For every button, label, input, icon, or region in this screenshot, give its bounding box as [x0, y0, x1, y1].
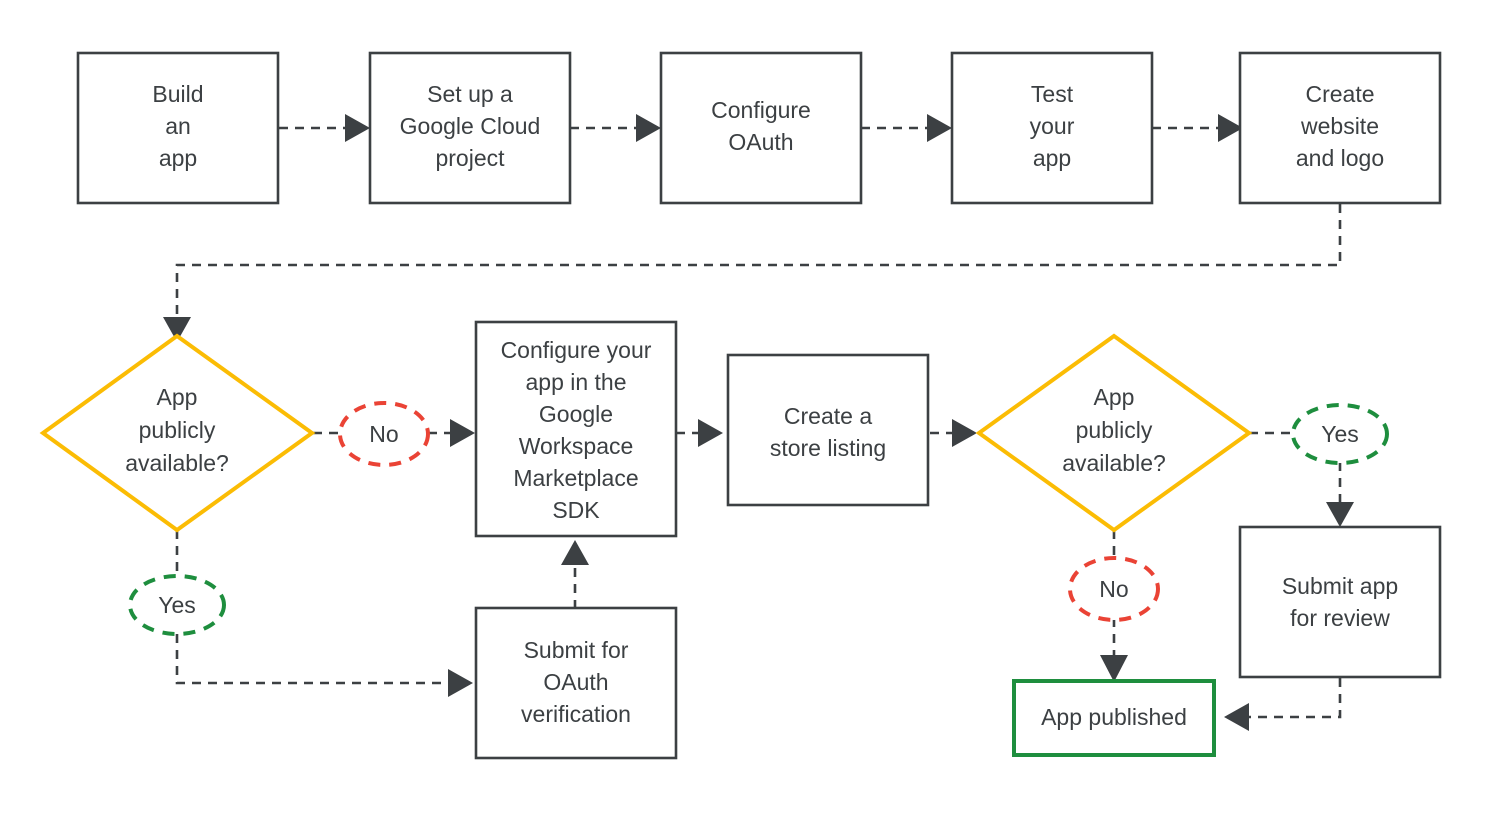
edge-label-yes-1-shape — [128, 574, 226, 636]
node-create-store-listing-line-0: Create a — [784, 403, 872, 429]
node-decision-public-2[interactable]: App publicly available? — [975, 333, 1253, 533]
node-build-an-app-shape[interactable] — [76, 51, 280, 205]
node-configure-sdk-shape[interactable] — [474, 320, 678, 538]
node-submit-app-review[interactable]: Submit app for review — [1238, 525, 1442, 679]
node-create-store-listing[interactable]: Create a store listing — [726, 353, 930, 507]
node-submit-app-review-shape[interactable] — [1238, 525, 1442, 679]
arrowhead-no-to-configure-sdk — [450, 419, 475, 447]
edge-label-no-1-shape — [338, 401, 430, 467]
node-app-published-shape[interactable] — [1012, 679, 1216, 757]
node-set-up-project-line-0: Set up a — [427, 81, 513, 107]
node-configure-oauth-line-0: Configure — [711, 97, 811, 123]
node-app-published-line-0: App published — [1041, 704, 1187, 730]
node-build-an-app-line-1: an — [165, 113, 191, 139]
node-decision-public-1-line-0: App — [157, 384, 198, 410]
node-build-an-app-line-0: Build — [152, 81, 203, 107]
node-test-your-app-shape[interactable] — [950, 51, 1154, 205]
node-submit-app-review-line-0: Submit app — [1282, 573, 1398, 599]
edge-label-yes-1: Yes — [128, 574, 226, 636]
arrowhead-setup-to-oauth — [636, 114, 661, 142]
arrowhead-website-to-decision1 — [163, 317, 191, 342]
node-create-website-logo-line-0: Create — [1305, 81, 1374, 107]
arrowhead-yes-to-submit-oauth — [448, 669, 473, 697]
node-configure-oauth-shape[interactable] — [659, 51, 863, 205]
node-configure-sdk-line-3: Workspace — [519, 433, 634, 459]
node-decision-public-1-line-1: publicly — [139, 417, 216, 443]
node-set-up-project[interactable]: Set up a Google Cloud project — [368, 51, 572, 205]
node-decision-public-1-line-2: available? — [125, 450, 229, 476]
node-submit-oauth-verification-line-0: Submit for — [524, 637, 629, 663]
edge-label-no-2-shape — [1068, 556, 1160, 622]
edge-label-no-1: No — [338, 401, 430, 467]
arrowhead-configure-sdk-to-store-listing — [698, 419, 723, 447]
node-submit-oauth-verification-line-2: verification — [521, 701, 631, 727]
arrowhead-test-to-website — [1218, 114, 1243, 142]
node-build-an-app-line-2: app — [159, 145, 197, 171]
node-submit-oauth-verification-shape[interactable] — [474, 606, 678, 760]
node-configure-oauth[interactable]: Configure OAuth — [659, 51, 863, 205]
arrowhead-submit-review-to-app-published — [1224, 703, 1249, 731]
edge-label-yes-1-text: Yes — [158, 592, 196, 618]
node-app-published[interactable]: App published — [1012, 679, 1216, 757]
node-set-up-project-line-1: Google Cloud — [400, 113, 541, 139]
edge-yes-to-submit-oauth — [175, 634, 448, 685]
edge-label-yes-2-shape — [1291, 403, 1389, 465]
node-create-website-logo-shape[interactable] — [1238, 51, 1442, 205]
node-decision-public-1-shape[interactable] — [39, 333, 316, 533]
edge-label-no-2: No — [1068, 556, 1160, 622]
arrowhead-yes2-to-submit-review — [1326, 502, 1354, 527]
arrowhead-oauth-to-test — [927, 114, 952, 142]
node-submit-app-review-line-1: for review — [1290, 605, 1390, 631]
node-configure-oauth-line-1: OAuth — [728, 129, 793, 155]
node-test-your-app[interactable]: Test your app — [950, 51, 1154, 205]
node-decision-public-2-line-1: publicly — [1076, 417, 1153, 443]
edge-label-no-1-text: No — [369, 421, 398, 447]
node-submit-oauth-verification-line-1: OAuth — [543, 669, 608, 695]
node-configure-sdk-line-2: Google — [539, 401, 613, 427]
node-configure-sdk-line-5: SDK — [552, 497, 600, 523]
edge-label-yes-2: Yes — [1291, 403, 1389, 465]
edge-label-yes-2-text: Yes — [1321, 421, 1359, 447]
node-test-your-app-line-0: Test — [1031, 81, 1074, 107]
node-create-store-listing-shape[interactable] — [726, 353, 930, 507]
node-decision-public-2-shape[interactable] — [975, 333, 1253, 533]
node-create-website-logo-line-1: website — [1300, 113, 1379, 139]
edge-website-to-decision1 — [175, 204, 1342, 317]
node-test-your-app-line-1: your — [1030, 113, 1075, 139]
edge-submit-review-to-app-published — [1249, 678, 1342, 719]
arrowhead-build-to-setup — [345, 114, 370, 142]
edge-label-no-2-text: No — [1099, 576, 1128, 602]
node-decision-public-2-line-2: available? — [1062, 450, 1166, 476]
node-decision-public-1[interactable]: App publicly available? — [39, 333, 316, 533]
node-configure-sdk-line-1: app in the — [525, 369, 626, 395]
node-set-up-project-line-2: project — [435, 145, 505, 171]
node-create-website-logo[interactable]: Create website and logo — [1238, 51, 1442, 205]
node-test-your-app-line-2: app — [1033, 145, 1071, 171]
node-set-up-project-shape[interactable] — [368, 51, 572, 205]
node-create-website-logo-line-2: and logo — [1296, 145, 1384, 171]
arrowhead-no2-to-app-published — [1100, 655, 1128, 682]
node-configure-sdk[interactable]: Configure your app in the Google Workspa… — [474, 320, 678, 538]
arrowhead-store-listing-to-decision2 — [952, 419, 977, 447]
node-decision-public-2-line-0: App — [1094, 384, 1135, 410]
arrowhead-submit-oauth-to-configure-sdk — [561, 540, 589, 565]
edges-layer — [163, 114, 1354, 731]
node-configure-sdk-line-0: Configure your — [501, 337, 652, 363]
node-submit-oauth-verification[interactable]: Submit for OAuth verification — [474, 606, 678, 760]
node-configure-sdk-line-4: Marketplace — [513, 465, 638, 491]
node-build-an-app[interactable]: Build an app — [76, 51, 280, 205]
node-create-store-listing-line-1: store listing — [770, 435, 886, 461]
